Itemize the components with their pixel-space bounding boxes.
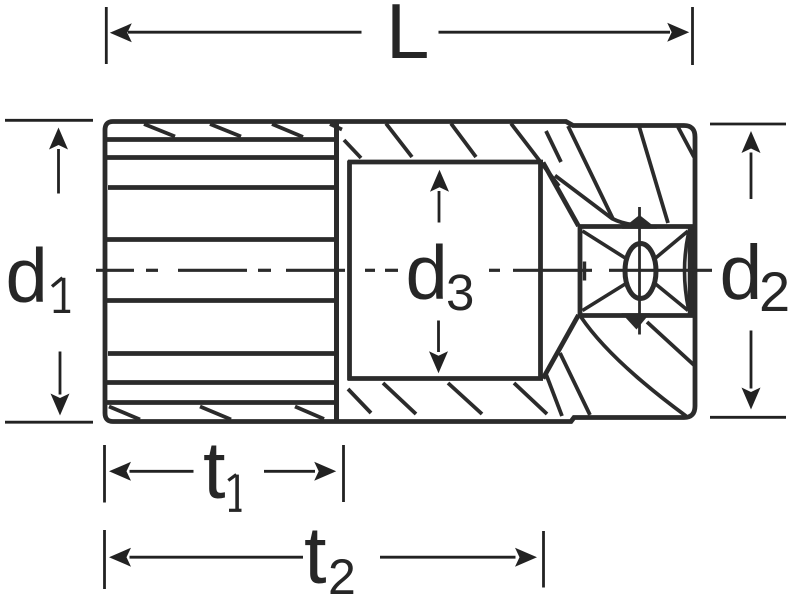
svg-text:3: 3 [446,264,474,321]
svg-text:t: t [304,511,327,600]
svg-text:t: t [203,426,226,516]
svg-text:L: L [386,0,429,75]
svg-text:d: d [720,230,763,316]
svg-text:d: d [406,230,448,315]
svg-text:2: 2 [328,549,356,600]
svg-text:2: 2 [759,260,790,323]
svg-text:d: d [6,234,48,319]
